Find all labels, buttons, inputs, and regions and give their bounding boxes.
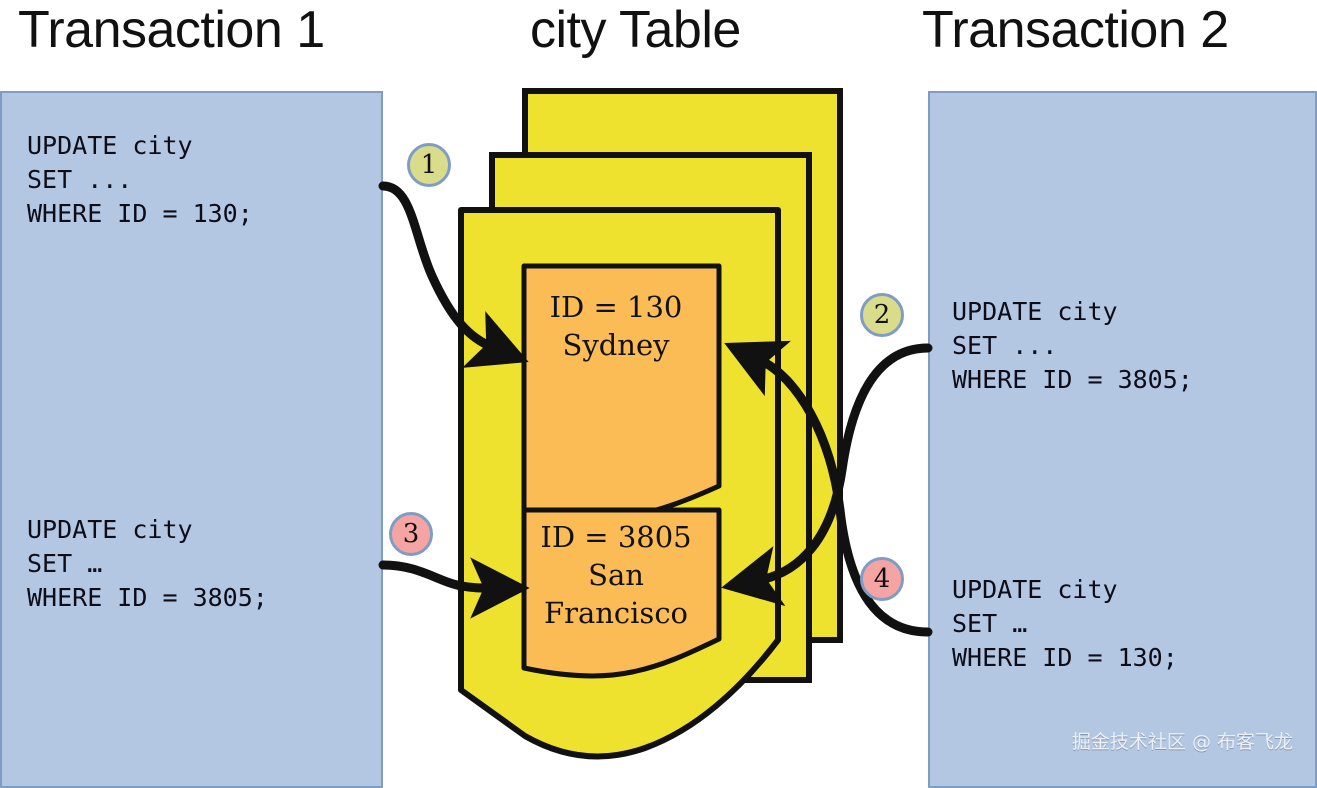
transaction2-statement-1: UPDATE city SET ... WHERE ID = 3805; — [952, 297, 1193, 394]
transaction1-statement-2: UPDATE city SET … WHERE ID = 3805; — [27, 515, 268, 612]
row-box-id-130 — [521, 263, 722, 523]
step-badge-3: 3 — [389, 512, 433, 556]
transaction2-statement-2: UPDATE city SET … WHERE ID = 130; — [952, 575, 1178, 672]
transaction2-title: Transaction 2 — [922, 1, 1229, 59]
transaction1-panel: UPDATE city SET ... WHERE ID = 130; UPDA… — [0, 91, 383, 788]
city-table-title: city Table — [530, 1, 741, 59]
step-badge-4: 4 — [860, 557, 904, 601]
step-badge-2: 2 — [860, 293, 904, 337]
row-box-id-3805 — [521, 507, 722, 679]
city-table-stack — [440, 80, 880, 780]
transaction2-panel: UPDATE city SET ... WHERE ID = 3805; UPD… — [928, 91, 1317, 788]
transaction1-title: Transaction 1 — [18, 1, 325, 59]
city-table-pages — [458, 88, 843, 760]
step-badge-1: 1 — [407, 143, 451, 187]
watermark-text: 掘金技术社区 @ 布客飞龙 — [1071, 731, 1293, 753]
transaction1-statement-1: UPDATE city SET ... WHERE ID = 130; — [27, 131, 253, 228]
